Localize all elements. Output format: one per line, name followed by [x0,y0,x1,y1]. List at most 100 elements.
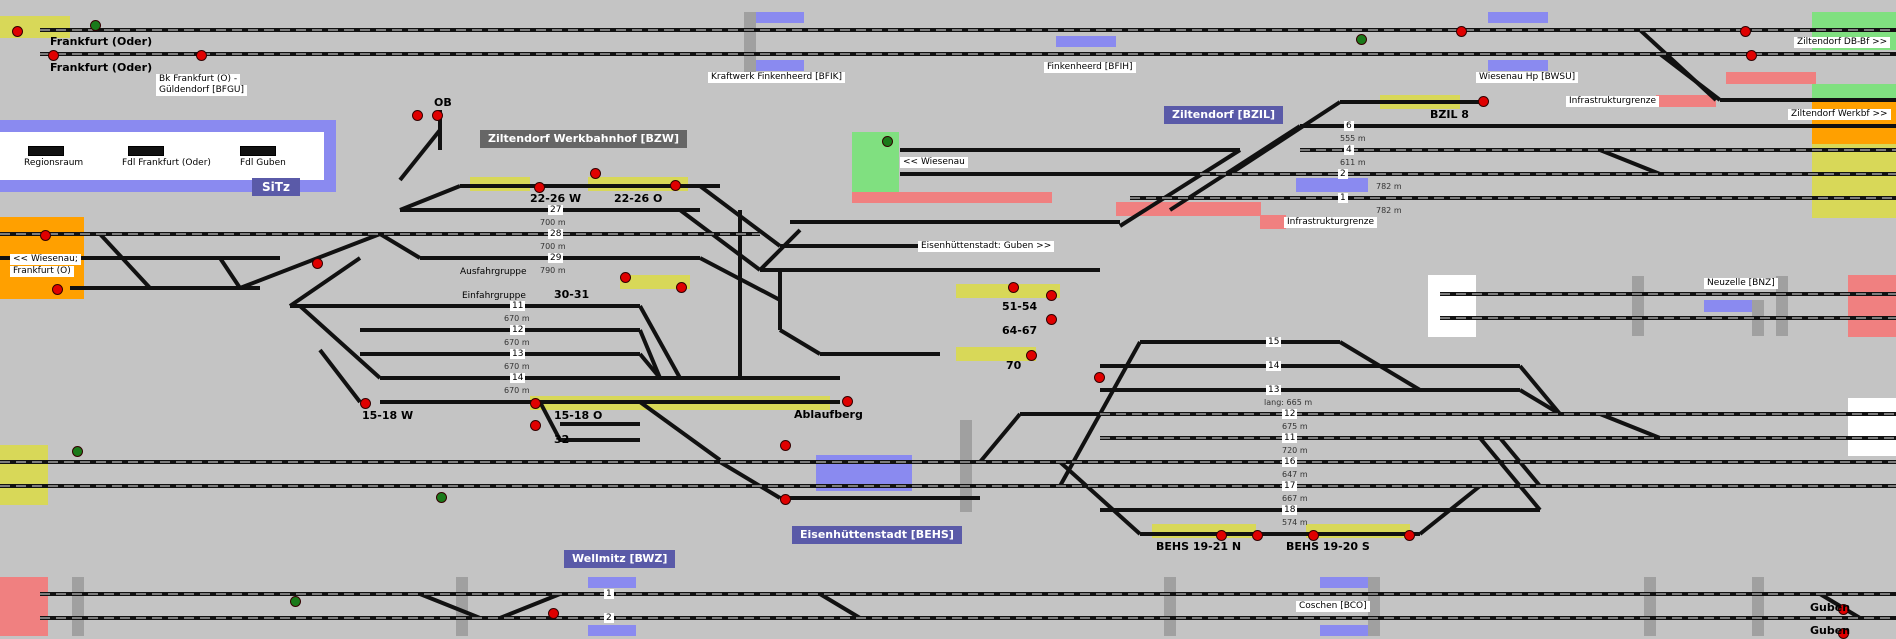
signal[interactable] [1308,530,1319,541]
signal[interactable] [548,608,559,619]
track-number[interactable]: 14 [510,373,526,383]
signal[interactable] [290,596,301,607]
signal[interactable] [590,168,601,179]
signal[interactable] [1838,604,1849,615]
track-number[interactable]: 16 [1282,457,1298,467]
signal[interactable] [312,258,323,269]
station-bzw[interactable]: Ziltendorf Werkbahnhof [BZW] [480,130,687,148]
signal[interactable] [90,20,101,31]
signal[interactable] [40,230,51,241]
track-number[interactable]: 13 [1266,385,1282,395]
signal[interactable] [1746,50,1757,61]
track-number[interactable]: 2 [604,613,614,623]
legend-sitz-label[interactable]: SiTz [252,178,300,196]
zone-gray-col-7 [1644,577,1656,636]
signal[interactable] [72,446,83,457]
label-32: 32 [554,433,570,446]
label-ziltendorf-werkbf[interactable]: Ziltendorf Werkbf >> [1788,109,1891,120]
signal[interactable] [412,110,423,121]
signal[interactable] [1094,372,1105,383]
station-behs[interactable]: Eisenhüttenstadt [BEHS] [792,526,962,544]
label-wiesenau-ff-b[interactable]: Frankfurt (O) [10,266,74,277]
track-number[interactable]: 11 [510,301,526,311]
signal[interactable] [676,282,687,293]
zone-gray-col-2 [960,420,972,512]
label-wiesenau-left[interactable]: << Wiesenau [900,157,968,168]
label-ziltendorf-dbbf[interactable]: Ziltendorf DB-Bf >> [1794,37,1891,48]
label-ablaufberg: Ablaufberg [794,408,863,421]
track-number[interactable]: 11 [1282,433,1298,443]
signal[interactable] [670,180,681,191]
track-number[interactable]: 1 [604,589,614,599]
station-bzil[interactable]: Ziltendorf [BZIL] [1164,106,1284,124]
track-number[interactable]: 28 [548,229,564,239]
signal[interactable] [1252,530,1263,541]
label-wiesenau-ff-a[interactable]: << Wiesenau; [10,254,81,265]
label-guben-1[interactable]: Guben [1810,601,1851,614]
label-51-54: 51-54 [1002,300,1038,313]
signal[interactable] [1456,26,1467,37]
track-length: 670 m [504,314,530,323]
legend-panel [0,132,324,180]
label-guben-2[interactable]: Guben [1810,624,1851,637]
label-wiesenau-hp: Wiesenau Hp [BWSU] [1476,72,1579,83]
track-number[interactable]: 27 [548,205,564,215]
track-number[interactable]: 13 [510,349,526,359]
track-number[interactable]: 1 [1338,193,1348,203]
signal[interactable] [436,492,447,503]
signal[interactable] [52,284,63,295]
track-number[interactable]: 12 [510,325,526,335]
zone-neuzelle-white [1428,275,1476,337]
track-number[interactable]: 12 [1282,409,1298,419]
station-bnz[interactable]: Neuzelle [BNZ] [1704,278,1778,289]
signal[interactable] [842,396,853,407]
zone-blue-3 [1056,36,1116,47]
track-number[interactable]: 4 [1344,145,1354,155]
signal[interactable] [360,398,371,409]
track-number[interactable]: 2 [1338,169,1348,179]
signal[interactable] [534,182,545,193]
track-number[interactable]: 15 [1266,337,1282,347]
zone-gray-col-5 [1164,577,1176,636]
signal[interactable] [530,420,541,431]
zone-gray-col-6 [1368,577,1380,636]
label-frankfurt-oder-2: Frankfurt (Oder) [50,61,153,74]
station-bwz[interactable]: Wellmitz [BWZ] [564,550,676,568]
track-number[interactable]: 14 [1266,361,1282,371]
signal[interactable] [12,26,23,37]
signal[interactable] [620,272,631,283]
legend-region-label: Regionsraum [24,158,84,168]
signal[interactable] [882,136,893,147]
signal[interactable] [1404,530,1415,541]
zone-blue-bzil [1296,178,1368,192]
signal[interactable] [432,110,443,121]
zone-e-white-2 [1848,398,1896,456]
signal[interactable] [1008,282,1019,293]
signal[interactable] [1478,96,1489,107]
signal[interactable] [1740,26,1751,37]
signal[interactable] [530,398,541,409]
track-length: 670 m [504,338,530,347]
legend-region-swatch [28,146,64,156]
zone-blue-neuzelle [1704,300,1764,312]
signal[interactable] [1216,530,1227,541]
signal[interactable] [48,50,59,61]
signal[interactable] [780,494,791,505]
track-length: 670 m [504,362,530,371]
signal[interactable] [1356,34,1367,45]
zone-yellow-bzw-5 [956,347,1036,361]
track-number[interactable]: 18 [1282,505,1298,515]
signal[interactable] [1046,290,1057,301]
zone-west-yellow [0,445,48,505]
track-number[interactable]: 17 [1282,481,1298,491]
label-ehs-guben[interactable]: Eisenhüttenstadt: Guben >> [918,241,1055,252]
track-number[interactable]: 6 [1344,121,1354,131]
zone-blue-bco-2 [1320,625,1368,636]
label-ausfahrgruppe: Ausfahrgruppe [460,267,527,277]
track-number[interactable]: 29 [548,253,564,263]
signal[interactable] [196,50,207,61]
signal[interactable] [1026,350,1037,361]
signal[interactable] [1046,314,1057,325]
station-bco[interactable]: Coschen [BCO] [1296,601,1370,612]
signal[interactable] [780,440,791,451]
